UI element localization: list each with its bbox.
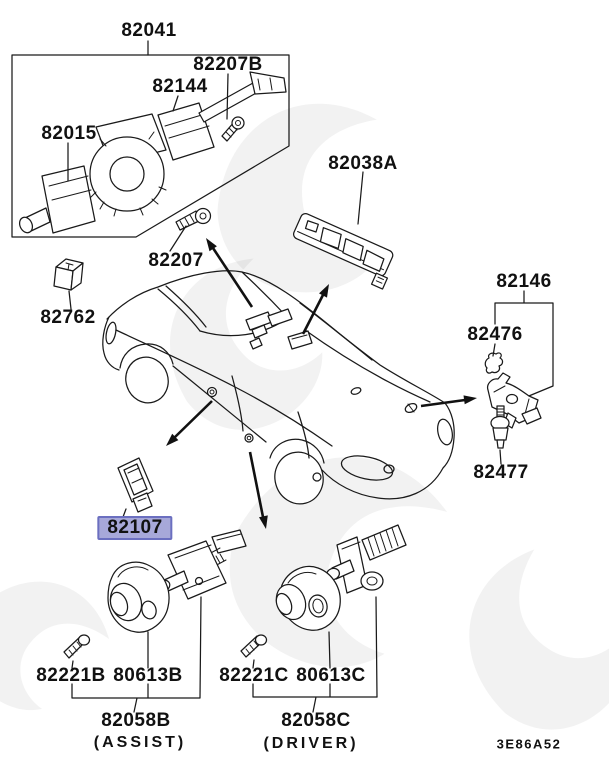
leader-82038a [358,172,363,224]
combination-switch-assembly-drawing [17,72,286,235]
caption-assist: (ASSIST) [93,734,187,751]
part-label-82221b: 82221B [36,665,106,686]
door-switch-driver-drawing [325,525,406,697]
part-label-82221c: 82221C [219,665,289,686]
part-label-82476: 82476 [467,324,523,345]
arrow-to-driver-parts [250,452,268,529]
arrow-to-82038a [303,284,329,334]
grommet-driver-drawing [271,567,340,668]
clip-82476-drawing [485,344,502,373]
part-label-82207: 82207 [148,250,204,271]
screw-82221c-drawing [241,635,267,668]
grommet-assist-drawing [105,562,169,668]
arrow-to-82107 [166,401,212,446]
car-illustration [103,271,455,510]
part-label-82477: 82477 [473,462,529,483]
group-bracket-82146 [495,291,553,398]
part-label-82058b: 82058B [101,710,171,731]
relay-82762-drawing [54,259,83,309]
part-label-82146: 82146 [496,271,552,292]
arrow-to-82207 [206,238,252,307]
switch-82477-drawing [491,406,509,464]
part-label-80613c: 80613C [296,665,366,686]
sub-window-switch-drawing [118,458,153,517]
group-bracket-driver [253,684,377,712]
part-label-82058c: 82058C [281,710,351,731]
screw-82221b-drawing [64,635,90,668]
part-label-82107-highlighted[interactable]: 82107 [97,516,173,540]
caption-driver: (DRIVER) [263,735,359,752]
part-label-82144: 82144 [152,76,208,97]
screw-82207-drawing [170,209,211,252]
part-label-82207b: 82207B [193,54,263,75]
part-label-82762: 82762 [40,307,96,328]
part-label-80613b: 80613B [113,665,183,686]
doc-code: 3E86A52 [496,736,562,752]
power-window-master-switch-drawing [288,212,398,289]
parts-box-outline [12,41,289,237]
part-label-82015: 82015 [41,123,97,144]
part-label-82041: 82041 [121,20,177,41]
arrow-to-82146 [421,395,477,406]
group-bracket-assist [72,597,201,712]
part-label-82038a: 82038A [328,153,398,174]
